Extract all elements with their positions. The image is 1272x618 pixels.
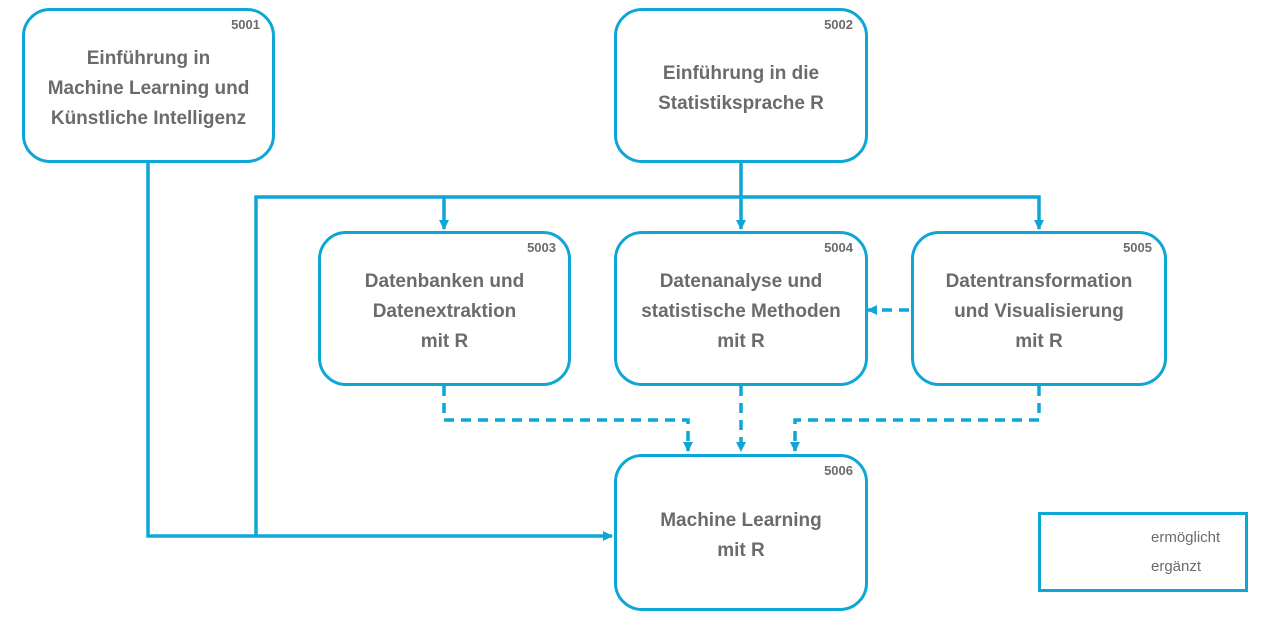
node-5006: 5006 Machine Learning mit R	[614, 454, 868, 611]
edge-5003-to-5006	[442, 386, 693, 452]
title-line: Statistiksprache R	[658, 92, 824, 114]
title-line: mit R	[717, 330, 765, 352]
title-line: Datenbanken und	[364, 270, 525, 292]
title-line: Künstliche Intelligenz	[50, 107, 247, 129]
node-5001: 5001 Einführung in Machine Learning und …	[22, 8, 275, 163]
title-line: Datenextraktion	[372, 300, 517, 322]
node-title: Datentransformation und Visualisierung m…	[914, 234, 1164, 383]
node-code: 5002	[824, 17, 853, 32]
node-title: Machine Learning mit R	[617, 457, 865, 608]
edge-5002-to-5005	[741, 195, 1044, 230]
title-line: statistische Methoden	[641, 300, 841, 322]
title-line: Datenanalyse und	[659, 270, 823, 292]
node-title: Datenbanken und Datenextraktion mit R	[321, 234, 568, 383]
node-code: 5003	[527, 240, 556, 255]
node-5005: 5005 Datentransformation und Visualisier…	[911, 231, 1167, 386]
title-line: mit R	[420, 330, 469, 352]
edge-5002-to-5006	[254, 195, 444, 536]
edge-5002-to-5003	[439, 195, 741, 230]
legend: ermöglicht ergänzt	[1038, 512, 1248, 592]
title-line: Machine Learning	[660, 509, 822, 531]
node-code: 5005	[1123, 240, 1152, 255]
node-code: 5001	[231, 17, 260, 32]
node-title: Einführung in Machine Learning und Künst…	[25, 11, 272, 160]
title-line: Einführung in die	[662, 62, 820, 84]
title-line: mit R	[1015, 330, 1063, 352]
node-title: Einführung in die Statistiksprache R	[617, 11, 865, 160]
node-5003: 5003 Datenbanken und Datenextraktion mit…	[318, 231, 571, 386]
node-title: Datenanalyse und statistische Methoden m…	[617, 234, 865, 383]
legend-dashed-label: ergänzt	[1151, 558, 1202, 575]
node-5002: 5002 Einführung in die Statistiksprache …	[614, 8, 868, 163]
title-line: Machine Learning und	[47, 77, 250, 99]
node-code: 5004	[824, 240, 853, 255]
title-line: Einführung in	[86, 47, 211, 69]
edge-5001-to-5006	[146, 163, 613, 541]
legend-solid-label: ermöglicht	[1151, 529, 1221, 546]
title-line: mit R	[717, 539, 765, 561]
title-line: Datentransformation	[945, 270, 1133, 292]
node-5004: 5004 Datenanalyse und statistische Metho…	[614, 231, 868, 386]
title-line: und Visualisierung	[954, 300, 1124, 322]
edge-5005-to-5006	[790, 386, 1041, 452]
node-code: 5006	[824, 463, 853, 478]
